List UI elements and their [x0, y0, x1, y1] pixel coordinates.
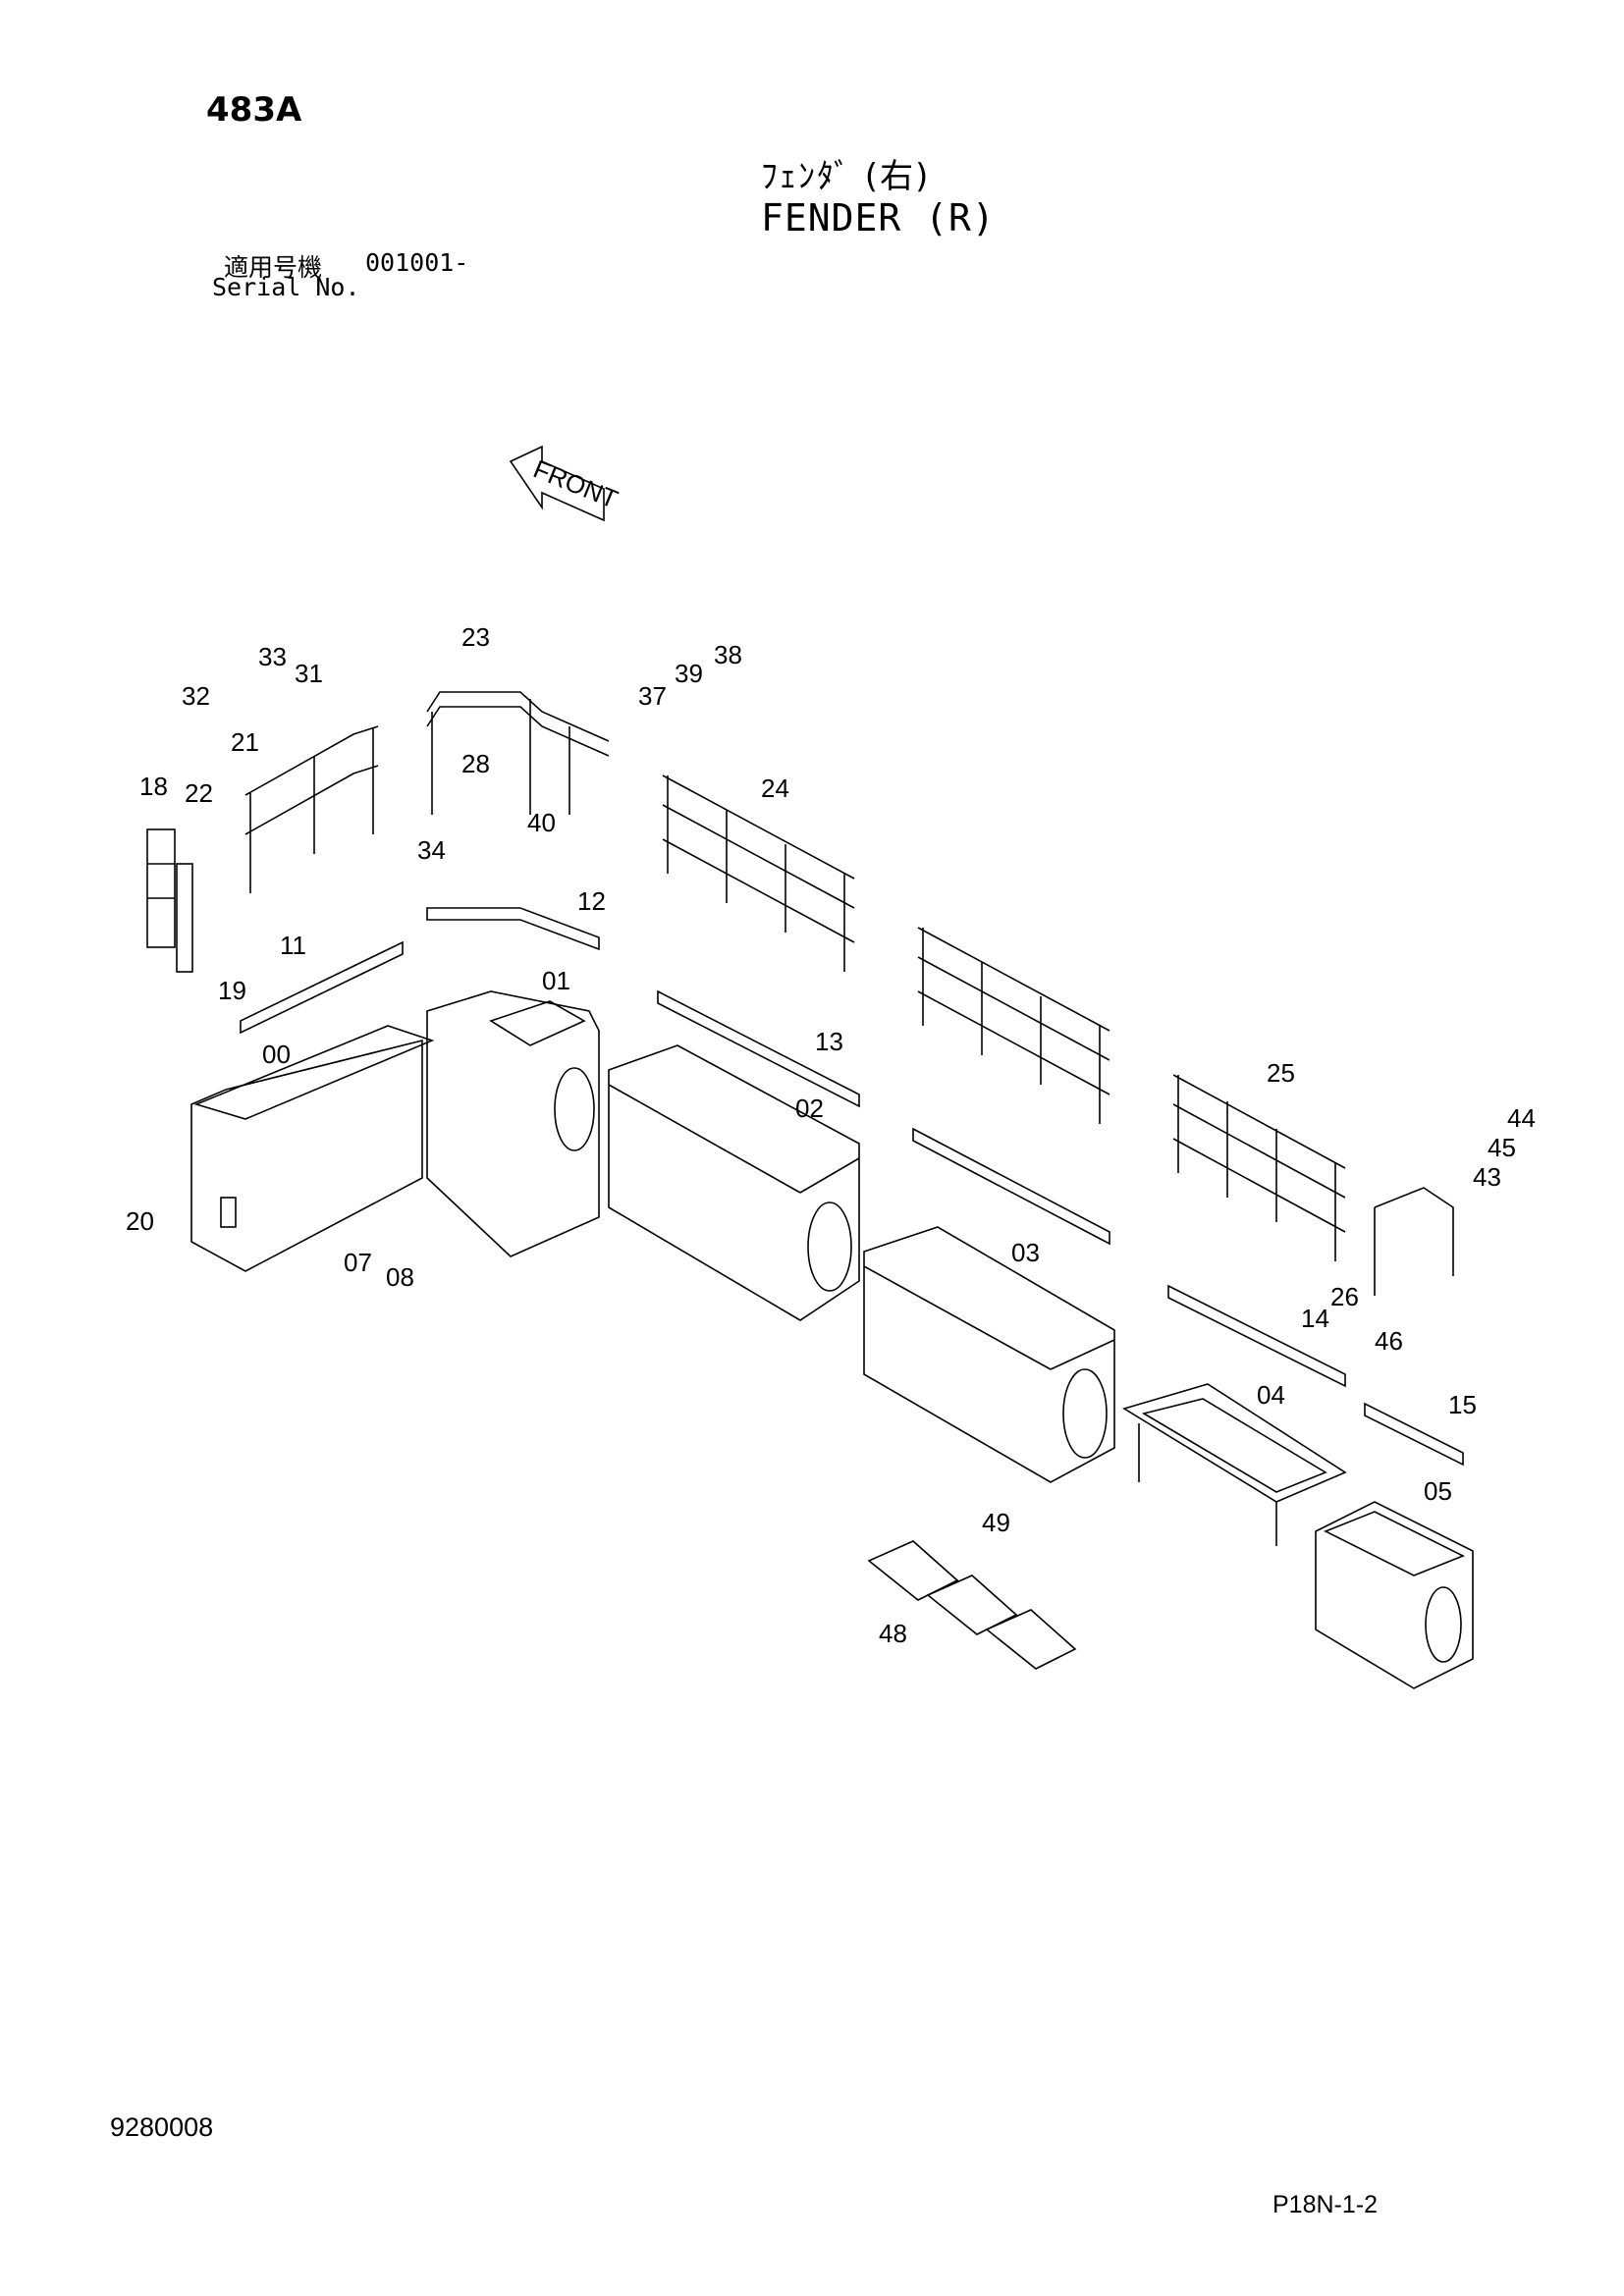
callout-31: 31 — [295, 659, 323, 688]
callout-00: 00 — [262, 1040, 291, 1069]
page-reference: P18N-1-2 — [1272, 2191, 1378, 2218]
callout-49: 49 — [982, 1508, 1010, 1537]
callout-32: 32 — [182, 681, 210, 711]
callout-08: 08 — [386, 1262, 414, 1292]
front-arrow-icon: FRONT — [509, 445, 623, 522]
title-japanese: ﾌｪﾝﾀﾞ (右) — [761, 157, 931, 196]
fender-00 — [190, 1025, 435, 1272]
handrail-25 — [1172, 1074, 1454, 1296]
callout-33: 33 — [258, 642, 287, 671]
grating-48 — [867, 1540, 1077, 1670]
callout-03: 03 — [1011, 1238, 1040, 1267]
callout-37: 37 — [638, 681, 667, 711]
fender-01 — [426, 990, 600, 1257]
callout-28: 28 — [461, 749, 490, 778]
callout-13: 13 — [815, 1027, 843, 1056]
document-number: 9280008 — [110, 2112, 214, 2142]
callout-22: 22 — [185, 778, 213, 808]
callout-20: 20 — [126, 1206, 154, 1236]
fender-05 — [1315, 1501, 1474, 1689]
callout-23: 23 — [461, 622, 490, 652]
callout-26: 26 — [1330, 1282, 1359, 1311]
callout-07: 07 — [344, 1248, 372, 1277]
brackets — [240, 907, 1464, 1467]
callout-45: 45 — [1488, 1133, 1516, 1162]
callout-12: 12 — [577, 886, 606, 916]
callout-25: 25 — [1267, 1058, 1295, 1088]
callout-21: 21 — [231, 727, 259, 757]
handrail-24b — [917, 927, 1110, 1124]
fender-04 — [1122, 1383, 1347, 1546]
callout-40: 40 — [527, 808, 556, 837]
callout-02: 02 — [795, 1094, 824, 1123]
callout-24: 24 — [761, 774, 789, 803]
handrail-21 — [146, 725, 379, 973]
callout-01: 01 — [542, 966, 570, 995]
callout-46: 46 — [1375, 1326, 1403, 1356]
callout-11: 11 — [280, 931, 306, 960]
fender-02 — [608, 1044, 860, 1321]
callout-labels: 00 01 02 03 04 05 07 08 11 12 13 14 15 1… — [126, 622, 1536, 1648]
callout-19: 19 — [218, 976, 246, 1005]
callout-04: 04 — [1257, 1380, 1285, 1410]
callout-14: 14 — [1301, 1304, 1329, 1333]
front-label: FRONT — [529, 454, 622, 513]
page-code: 483A — [206, 90, 302, 130]
serial-label-japanese: 適用号機 — [224, 253, 323, 282]
serial-value: 001001- — [365, 248, 469, 277]
callout-15: 15 — [1448, 1390, 1477, 1419]
callout-34: 34 — [417, 835, 446, 865]
callout-05: 05 — [1424, 1476, 1452, 1506]
handrail-23 — [426, 691, 610, 815]
callout-44: 44 — [1507, 1103, 1536, 1133]
callout-38: 38 — [714, 640, 742, 669]
callout-48: 48 — [879, 1619, 907, 1648]
serial-label-english: Serial No. — [212, 273, 360, 301]
callout-43: 43 — [1473, 1162, 1501, 1192]
callout-39: 39 — [675, 659, 703, 688]
fender-03 — [863, 1226, 1115, 1483]
title-english: FENDER (R) — [761, 196, 996, 240]
callout-18: 18 — [139, 772, 168, 801]
handrail-24a — [662, 774, 855, 972]
